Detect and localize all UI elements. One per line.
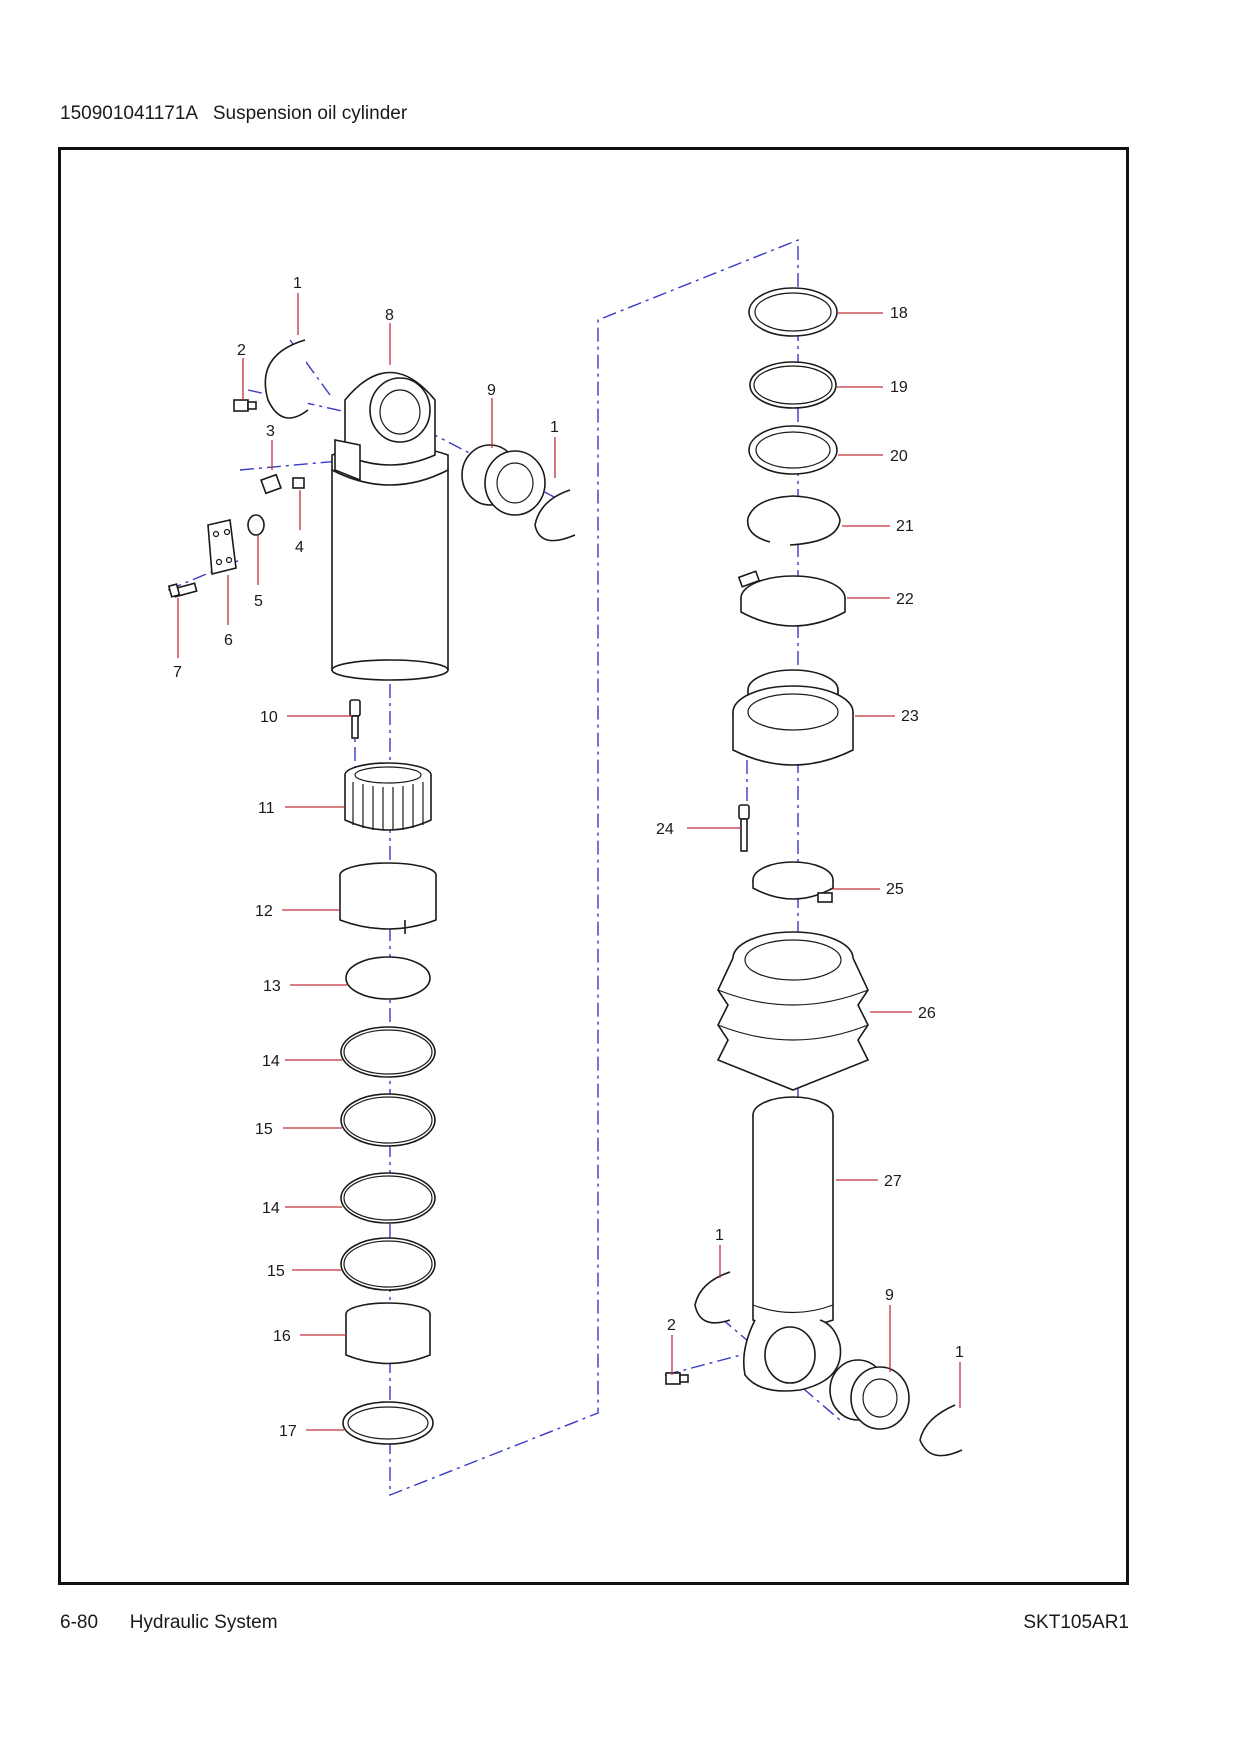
part-6-cover-plate: [207, 519, 237, 576]
callout-18: 18: [890, 305, 908, 322]
page-title: 150901041171A Suspension oil cylinder: [60, 103, 408, 124]
part-16-guide-band: [345, 1302, 431, 1365]
part-22-clamp-band: [737, 570, 846, 627]
part-24-bolt: [738, 804, 750, 852]
callout-24: 24: [656, 821, 674, 838]
footer-code: SKT105AR1: [1023, 1612, 1129, 1633]
callout-4: 4: [295, 539, 304, 556]
callout-2: 2: [237, 342, 246, 359]
callout-9: 9: [487, 382, 496, 399]
callout-17: 17: [279, 1423, 297, 1440]
part-11-piston: [344, 762, 432, 831]
callout-6: 6: [224, 632, 233, 649]
part-2-grease-fitting-bottom: [665, 1372, 689, 1385]
part-20-seal-ring: [748, 425, 838, 475]
callout-15: 15: [255, 1121, 273, 1138]
part-15-seal-ring-a: [340, 1093, 436, 1147]
part-1-snap-rings-top: [264, 339, 576, 542]
part-4-plug: [292, 477, 305, 489]
part-18-seal-ring: [748, 287, 838, 337]
part-9-spherical-bearing-bottom: [829, 1359, 910, 1430]
part-1-snap-rings-bottom: [694, 1271, 963, 1457]
part-9-spherical-bearing-top: [461, 444, 546, 516]
part-3-fitting: [260, 473, 282, 495]
callout-labels: 1 8 2 9 1 3 4 5 6 7 10 11 12 13 14 15 14…: [173, 275, 964, 1440]
callout-14: 14: [262, 1053, 280, 1070]
diagram-frame: [58, 147, 1129, 1585]
callout-19: 19: [890, 379, 908, 396]
part-25-hose-clamp: [752, 861, 834, 903]
callout-20: 20: [890, 448, 908, 465]
part-27-piston-rod: [742, 1096, 842, 1392]
part-14-seal-ring-b: [340, 1172, 436, 1224]
callout-22: 22: [896, 591, 914, 608]
callout-1: 1: [715, 1227, 724, 1244]
part-23-cylinder-head: [732, 669, 854, 766]
part-5-o-ring: [247, 514, 265, 536]
callout-5: 5: [254, 593, 263, 610]
callout-16: 16: [273, 1328, 291, 1345]
part-10-bolt: [349, 699, 361, 739]
callout-27: 27: [884, 1173, 902, 1190]
callout-15: 15: [267, 1263, 285, 1280]
callout-9: 9: [885, 1287, 894, 1304]
callout-10: 10: [260, 709, 278, 726]
callout-8: 8: [385, 307, 394, 324]
callout-26: 26: [918, 1005, 936, 1022]
callout-23: 23: [901, 708, 919, 725]
callout-1: 1: [550, 419, 559, 436]
callout-3: 3: [266, 423, 275, 440]
part-2-grease-fitting-top: [233, 399, 257, 412]
part-17-wiper-ring: [342, 1401, 434, 1445]
callout-21: 21: [896, 518, 914, 535]
callout-14: 14: [262, 1200, 280, 1217]
callout-7: 7: [173, 664, 182, 681]
callout-11: 11: [258, 800, 275, 817]
part-19-seal-ring: [749, 361, 837, 409]
callout-1: 1: [955, 1344, 964, 1361]
part-21-snap-ring: [746, 495, 841, 546]
callout-1: 1: [293, 275, 302, 292]
part-26-dust-boot: [716, 931, 870, 1091]
part-14-seal-ring-a: [340, 1026, 436, 1078]
leader-lines: [177, 293, 961, 1431]
part-12-guide-ring: [339, 862, 437, 934]
callout-2: 2: [667, 1317, 676, 1334]
part-13-seal-ring: [345, 956, 431, 1000]
part-8-cylinder-barrel: [331, 371, 449, 681]
footer-page-section: 6-80 Hydraulic System: [60, 1612, 278, 1633]
part-7-bolt: [167, 582, 198, 598]
callout-25: 25: [886, 881, 904, 898]
callout-12: 12: [255, 903, 273, 920]
callout-13: 13: [263, 978, 281, 995]
part-15-seal-ring-b: [340, 1237, 436, 1291]
